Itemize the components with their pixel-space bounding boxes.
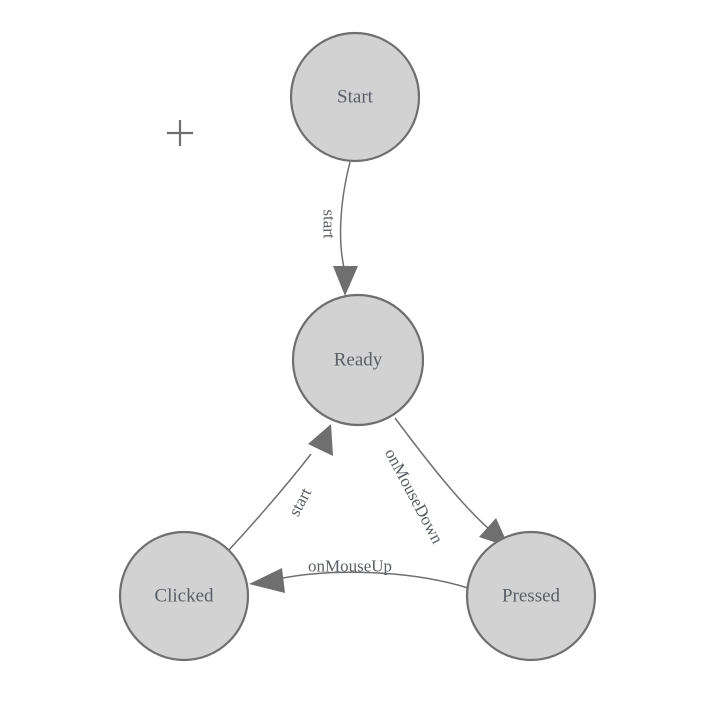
arrowhead-icon [249,568,285,593]
edge-line [277,571,469,589]
edge-line [394,417,490,530]
edge-line [227,453,312,552]
arrowhead-icon [308,424,333,456]
node-ready-circle[interactable] [291,293,425,427]
edge-label-clicked-to-ready: start [285,484,316,519]
edge-pressed-to-clicked[interactable] [249,568,469,593]
edge-ready-to-pressed[interactable] [394,417,509,547]
node-pressed-circle[interactable] [465,530,597,662]
node-start[interactable]: Start [289,31,421,163]
crosshair-icon [167,120,193,146]
node-start-circle[interactable] [289,31,421,163]
arrowhead-icon [333,266,358,296]
node-clicked-circle[interactable] [118,530,250,662]
node-ready[interactable]: Ready [291,293,425,427]
edge-label-start-to-ready: start [320,209,339,239]
edge-label-ready-to-pressed: onMouseDown [381,445,447,547]
edge-clicked-to-ready[interactable] [227,424,333,552]
edge-start-to-ready[interactable] [333,161,358,296]
node-pressed[interactable]: Pressed [465,530,597,662]
edge-line [339,161,351,273]
node-clicked[interactable]: Clicked [118,530,250,662]
